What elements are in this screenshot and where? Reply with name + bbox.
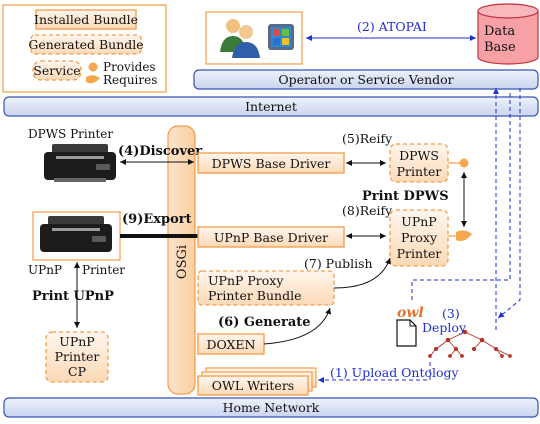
deploy-arrow-route (411, 92, 511, 300)
legend-generated-bundle: Generated Bundle (28, 37, 143, 52)
generate-arrow (263, 307, 332, 345)
legend-service: Service (33, 63, 80, 78)
legend: Installed Bundle Generated Bundle Servic… (2, 4, 167, 93)
upnp-cp-line1: UPnP (59, 334, 94, 349)
internet-bar (3, 96, 539, 117)
proxy-requires-icon (456, 230, 472, 242)
osgi-label: OSGi (175, 245, 190, 279)
print-upnp-label: Print UPnP (32, 289, 114, 304)
printer-icon (44, 144, 116, 182)
upnp-cp-line3: CP (68, 364, 86, 379)
dpws-printer-line1: DPWS (399, 148, 439, 163)
upnp-printer-cp-box (45, 331, 109, 383)
upload-arrow (318, 360, 431, 383)
owl-writers: OWL Writers (197, 367, 317, 396)
dpws-printer-device-label: DPWS Printer (28, 127, 113, 141)
legend-requires: Requires (103, 73, 157, 87)
legend-installed-bundle: Installed Bundle (34, 12, 138, 27)
doxen-label: DOXEN (206, 337, 255, 352)
upnp-printer-icon (40, 216, 112, 252)
dpws-printer-line2: Printer (397, 164, 442, 179)
dpws-base-driver-label: DPWS Base Driver (212, 156, 331, 171)
internet-label: Internet (245, 99, 297, 114)
tree-icon (428, 329, 512, 358)
database: Data Base (477, 3, 539, 65)
export-label: (9)Export (122, 212, 192, 227)
upnp-cp-line2: Printer (55, 349, 100, 364)
dpws-printer-service-box (389, 143, 449, 183)
operator-bar (193, 69, 539, 90)
home-network-bar (3, 397, 539, 418)
generate-label: (6) Generate (218, 315, 311, 330)
legend-provides: Provides (103, 60, 156, 74)
publish-label: (7) Publish (304, 256, 373, 271)
deploy-arrow-down (497, 88, 521, 319)
database-line2: Base (484, 40, 516, 55)
users-icon (220, 19, 294, 58)
owl-writers-label: OWL Writers (212, 378, 294, 393)
upnp-device-label: UPnP (28, 263, 62, 277)
reify8-label: (8)Reify (342, 203, 393, 218)
osgi-column (167, 125, 196, 395)
publish-arrow (333, 257, 391, 289)
dpws-provides-icon (459, 158, 469, 168)
upnp-proxy-line2: Proxy (401, 230, 438, 245)
upnp-proxy-line1: UPnP (401, 214, 436, 229)
database-line1: Data (484, 24, 515, 39)
upnp-base-driver-label: UPnP Base Driver (214, 230, 328, 245)
dpws-base-driver-box (197, 152, 345, 174)
legend-installed-box (35, 9, 137, 30)
legend-service-box (32, 60, 82, 81)
upnp-printer-device-label: Printer (82, 263, 125, 277)
requires-icon (86, 75, 100, 84)
legend-generated-box (30, 34, 142, 55)
deploy-label: Deploy (422, 320, 467, 335)
home-network-label: Home Network (223, 400, 320, 415)
reify5-label: (5)Reify (342, 131, 393, 146)
upnp-proxy-printer-box (389, 209, 449, 267)
atopai-label: (2) ATOPAI (357, 19, 427, 34)
provides-icon (88, 62, 98, 72)
owl-label: owl (397, 305, 424, 321)
upnp-base-driver-box (197, 226, 345, 248)
operator-label: Operator or Service Vendor (278, 72, 453, 87)
print-dpws-label: Print DPWS (362, 189, 449, 204)
upload-label: (1) Upload Ontology (330, 365, 460, 380)
upnp-proxy-bundle-line1: UPnP Proxy (208, 273, 284, 288)
deploy-step-label: (3) (442, 306, 460, 321)
upnp-proxy-line3: Printer (397, 246, 442, 261)
document-icon (396, 319, 417, 347)
upnp-proxy-bundle-line2: Printer Bundle (208, 288, 302, 303)
discover-label: (4)Discover (118, 144, 202, 159)
operator-users (205, 11, 303, 65)
